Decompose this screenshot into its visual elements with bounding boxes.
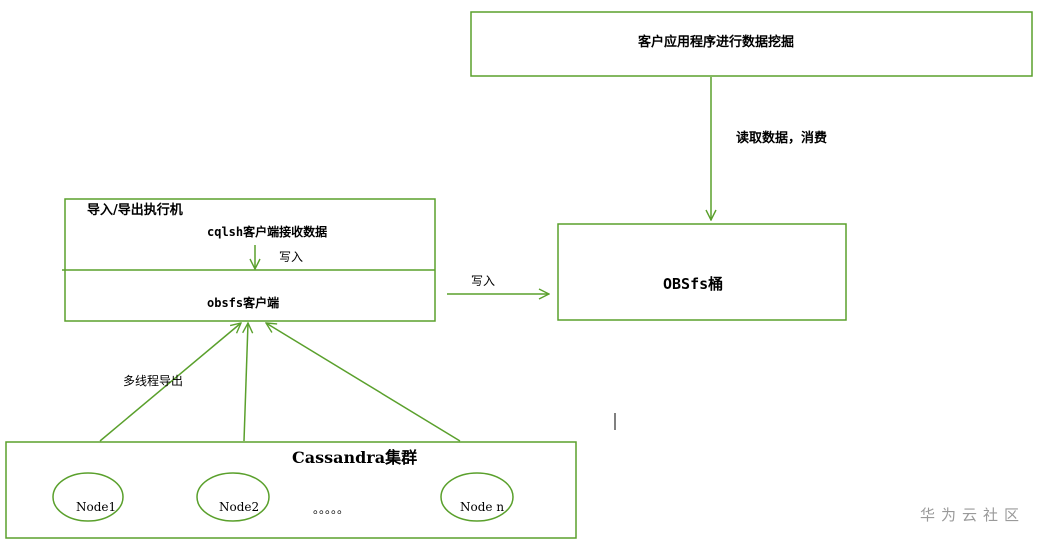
obsfs-bucket-box [557,223,847,321]
executor-box [64,198,436,322]
node-1-ellipse [52,472,124,522]
read-edge-label: 读取数据，消费 [736,131,828,146]
cassandra-cluster-box [5,441,577,539]
client-app-box [470,11,1033,77]
client-app-label: 客户应用程序进行数据挖掘 [638,35,795,50]
obsfs-client-label: obsfs客户端 [207,296,280,310]
inner-write-label: 写入 [279,250,304,264]
node-2-label: Node2 [219,500,260,514]
node-2-ellipse [196,472,270,522]
cluster-title: Cassandra集群 [292,448,418,467]
node-ellipsis: 。。。。。 [313,502,350,516]
write-edge-label: 写入 [471,274,496,288]
executor-title: 导入/导出执行机 [87,203,183,218]
cqlsh-client-label: cqlsh客户端接收数据 [207,225,328,239]
obsfs-bucket-label: OBSfs桶 [663,275,724,293]
export-arrow-middle [244,323,248,442]
watermark-text: 华为云社区 [920,506,1026,524]
export-arrow-right [266,323,461,442]
export-edge-label: 多线程导出 [123,374,184,388]
export-arrow-left [99,323,241,442]
node-n-label: Node n [460,500,505,514]
node-1-label: Node1 [76,500,117,514]
node-n-ellipse [440,472,514,522]
